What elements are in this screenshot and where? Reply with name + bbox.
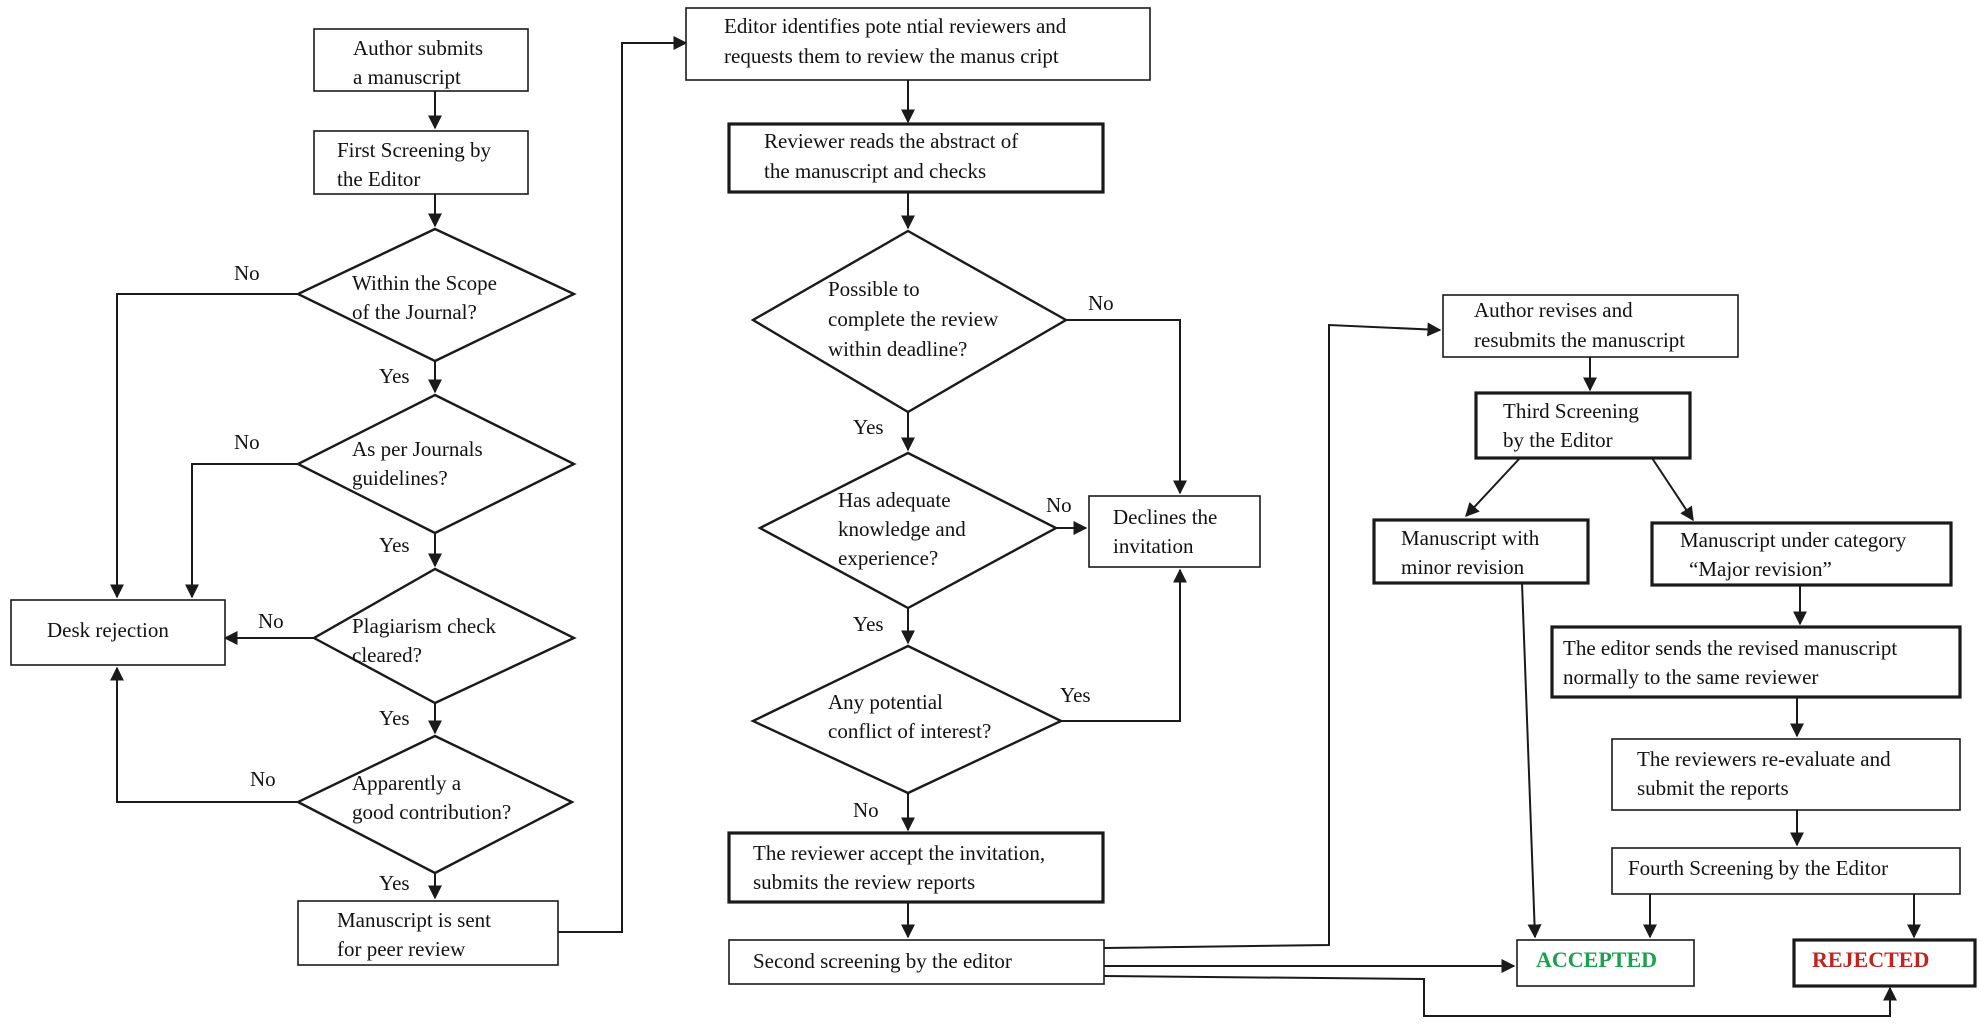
svg-text:ACCEPTED: ACCEPTED <box>1536 947 1657 972</box>
svg-text:Desk rejection: Desk rejection <box>47 618 169 642</box>
deadline-no-label: No <box>1088 291 1114 315</box>
guidelines-no-label: No <box>234 430 260 454</box>
rejected-box: REJECTED <box>1792 938 1977 988</box>
guidelines-yes-label: Yes <box>379 533 410 557</box>
plagiarism-no-label: No <box>258 609 284 633</box>
edge-labels: No Yes No Yes No Yes No Yes No Yes No Ye… <box>234 261 1114 895</box>
contribution-yes-label: Yes <box>379 871 410 895</box>
editor-identifies-box: Editor identifies pote ntial reviewers a… <box>685 7 1151 81</box>
second-screening-box: Second screening by the editor <box>728 939 1105 985</box>
deadline-yes-label: Yes <box>853 415 884 439</box>
svg-text:Editor identifies pote ntial r: Editor identifies pote ntial reviewers a… <box>724 14 1067 68</box>
knowledge-no-label: No <box>1046 493 1072 517</box>
svg-text:REJECTED: REJECTED <box>1812 947 1929 972</box>
svg-text:The editor sends the revised m: The editor sends the revised manuscriptn… <box>1563 636 1897 689</box>
connectors <box>110 36 1921 1017</box>
accepted-box: ACCEPTED <box>1516 939 1695 987</box>
scope-no-label: No <box>234 261 260 285</box>
fourth-screening-box: Fourth Screening by the Editor <box>1611 847 1961 895</box>
knowledge-yes-label: Yes <box>853 612 884 636</box>
svg-text:Fourth Screening by the Editor: Fourth Screening by the Editor <box>1628 856 1888 880</box>
plagiarism-yes-label: Yes <box>379 706 410 730</box>
svg-text:Manuscript under category“Majo: Manuscript under category“Major revision… <box>1680 528 1907 581</box>
svg-text:The reviewer accept the invita: The reviewer accept the invitation,submi… <box>753 841 1045 894</box>
svg-text:Second screening by the editor: Second screening by the editor <box>753 949 1012 973</box>
contribution-no-label: No <box>250 767 276 791</box>
conflict-no-label: No <box>853 798 879 822</box>
conflict-yes-label: Yes <box>1060 683 1091 707</box>
scope-yes-label: Yes <box>379 364 410 388</box>
major-revision-box: Manuscript under category“Major revision… <box>1650 521 1953 587</box>
reviewer-accepts-box: The reviewer accept the invitation,submi… <box>727 831 1105 904</box>
desk-rejection-box: Desk rejection <box>10 599 226 666</box>
